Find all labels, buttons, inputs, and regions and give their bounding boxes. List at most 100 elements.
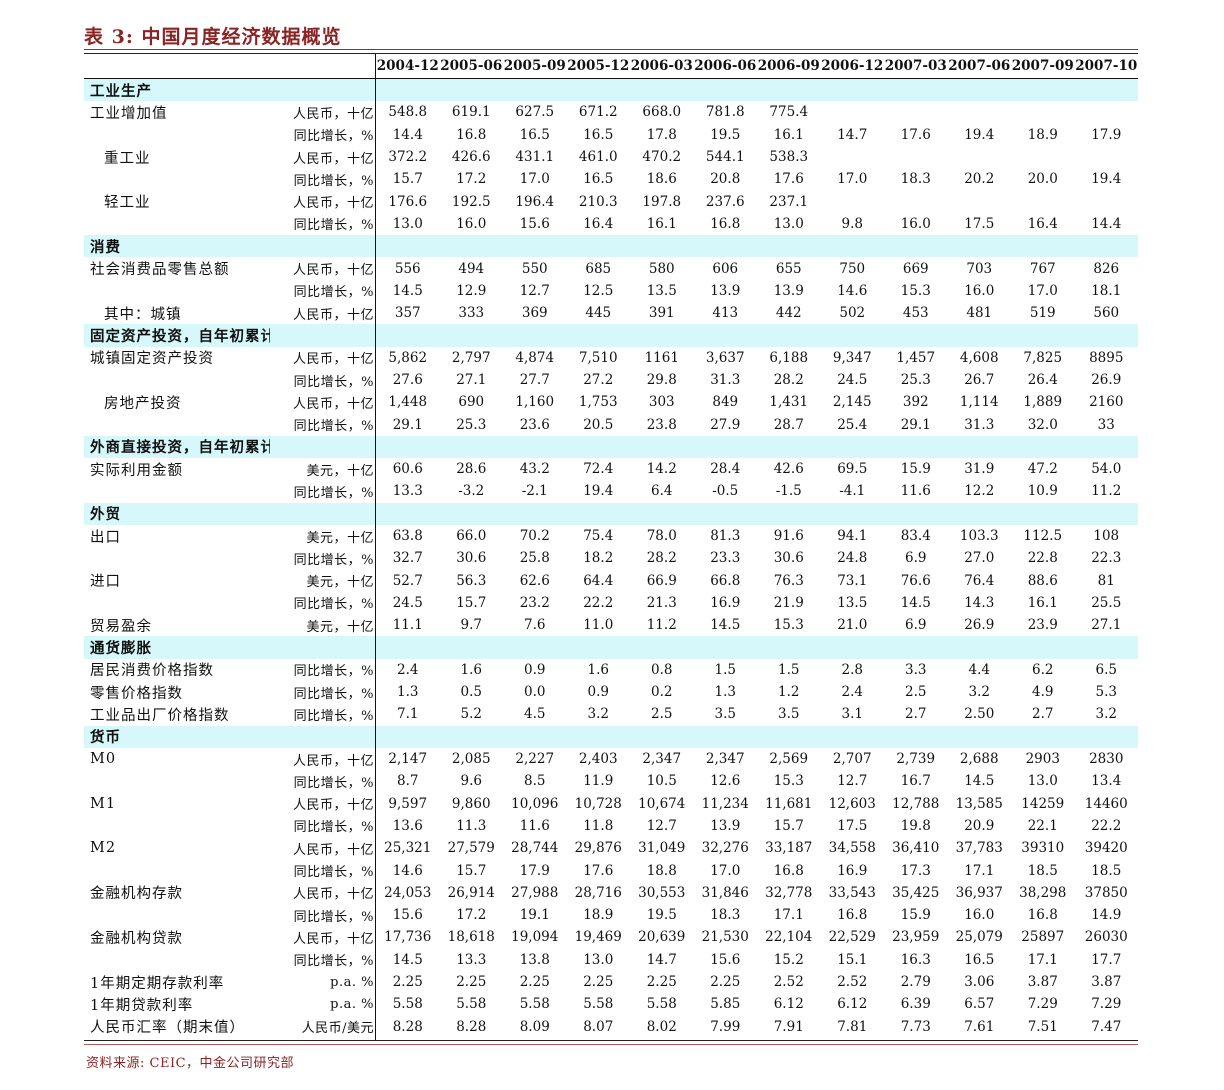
data-cell: 7.29 (1091, 996, 1122, 1013)
data-cell: 14.4 (1091, 215, 1122, 232)
data-cell: 11.2 (646, 617, 677, 634)
data-cell: 13,585 (955, 795, 1003, 812)
data-cell: -1.5 (775, 483, 802, 500)
row-unit: 人民币，十亿 (292, 798, 374, 814)
data-cell: 519 (1029, 305, 1056, 322)
data-cell: 5.85 (710, 996, 741, 1013)
data-cell: 6.9 (905, 550, 927, 567)
column-header: 2004-12 (376, 58, 439, 74)
data-cell: 38,298 (1019, 884, 1067, 901)
data-cell: 20.5 (583, 416, 614, 433)
data-cell: 16.1 (773, 126, 804, 143)
data-cell: 11.3 (456, 817, 487, 834)
data-cell: 18,618 (447, 929, 495, 946)
data-cell: 826 (1093, 260, 1120, 277)
data-cell: 72.4 (583, 461, 614, 478)
data-cell: 391 (648, 305, 675, 322)
data-cell: 32,778 (765, 884, 813, 901)
data-cell: 3.2 (968, 684, 990, 701)
data-cell: 42.6 (773, 461, 804, 478)
row-label: 工业增加值 (90, 105, 168, 122)
row-unit: 同比增长，% (293, 485, 374, 501)
data-cell: 28.7 (773, 416, 804, 433)
data-cell: 30.6 (456, 550, 487, 567)
row-label: 城镇固定资产投资 (90, 351, 214, 368)
data-cell: 16.8 (1027, 907, 1058, 924)
row-label (90, 213, 270, 235)
data-cell: 9.8 (841, 215, 863, 232)
data-cell: 15.3 (900, 282, 931, 299)
row-label: 金融机构贷款 (90, 930, 183, 947)
column-header: 2007-09 (1011, 58, 1074, 74)
data-cell: 372.2 (388, 149, 428, 166)
data-cell: 28.2 (646, 550, 677, 567)
data-cell: 94.1 (837, 528, 868, 545)
data-cell: 17.5 (964, 215, 995, 232)
data-cell: 70.2 (519, 528, 550, 545)
data-cell: 16.9 (710, 594, 741, 611)
data-cell: 6.2 (1032, 661, 1054, 678)
data-cell: 17.6 (900, 126, 931, 143)
data-cell: 30.6 (773, 550, 804, 567)
data-cell: 18.8 (646, 862, 677, 879)
data-cell: 1.3 (714, 684, 736, 701)
data-cell: 16.1 (1027, 594, 1058, 611)
data-cell: 56.3 (456, 572, 487, 589)
row-unit: 美元，十亿 (306, 530, 374, 546)
section-label: 外贸 (90, 506, 121, 524)
data-cell: 32.7 (392, 550, 423, 567)
data-cell: 23.2 (519, 594, 550, 611)
data-cell: 11,681 (765, 795, 813, 812)
data-cell: 453 (902, 305, 929, 322)
data-cell: 29,876 (574, 840, 622, 857)
data-cell: 14.7 (837, 126, 868, 143)
data-cell: 12,788 (892, 795, 940, 812)
data-cell: 6.4 (651, 483, 673, 500)
data-cell: -2.1 (521, 483, 548, 500)
row-unit: p.a. % (330, 974, 374, 990)
data-cell: 32,276 (701, 840, 749, 857)
data-cell: 12.9 (456, 282, 487, 299)
data-cell: 15.9 (900, 907, 931, 924)
data-cell: 9.6 (460, 773, 482, 790)
data-cell: 470.2 (642, 149, 682, 166)
data-cell: -3.2 (458, 483, 485, 500)
data-cell: 3.06 (964, 974, 995, 991)
column-header: 2006-12 (821, 58, 884, 74)
data-cell: 23.3 (710, 550, 741, 567)
data-cell: 12.5 (583, 282, 614, 299)
data-cell: 17.7 (1091, 951, 1122, 968)
data-cell: 767 (1029, 260, 1056, 277)
data-cell: 18.1 (1091, 282, 1122, 299)
data-cell: 14.5 (900, 594, 931, 611)
data-cell: 14.5 (964, 773, 995, 790)
data-cell: 0.2 (651, 684, 673, 701)
data-cell: 14460 (1084, 795, 1128, 812)
data-cell: 73.1 (837, 572, 868, 589)
data-cell: 2,147 (388, 751, 428, 768)
data-cell: 21.0 (837, 617, 868, 634)
data-cell: 3.87 (1091, 974, 1122, 991)
row-unit: 同比增长，% (293, 419, 374, 435)
data-cell: 2.52 (837, 974, 868, 991)
data-cell (1011, 146, 1075, 168)
data-cell: 108 (1093, 528, 1120, 545)
data-cell: 413 (712, 305, 739, 322)
data-cell: 10.5 (646, 773, 677, 790)
data-cell: 31.3 (710, 372, 741, 388)
data-cell: 78.0 (646, 528, 677, 545)
table-bottom-rule (84, 1040, 1138, 1041)
row-label: 进口 (90, 574, 121, 591)
row-label: M0 (90, 751, 117, 768)
